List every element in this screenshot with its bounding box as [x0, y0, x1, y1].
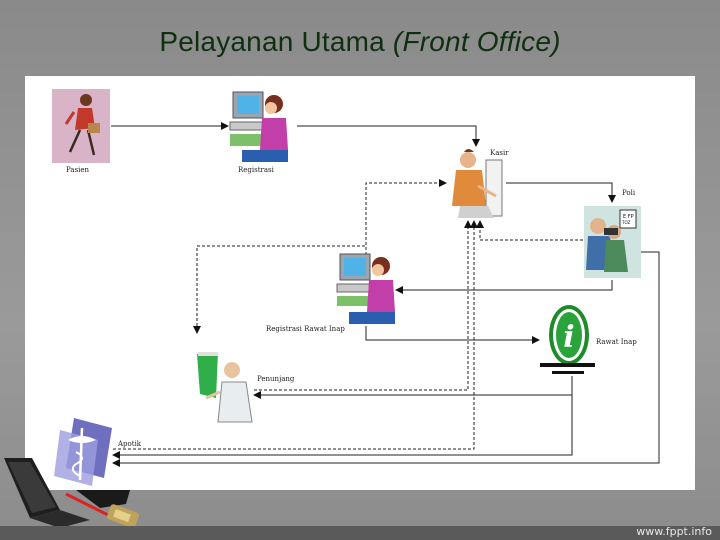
researcher-icon — [197, 352, 252, 422]
footer-bar — [0, 526, 720, 540]
arrow-rawatinap-to-apotik — [113, 395, 572, 455]
arrow-rawatinap-to-penunjang — [254, 376, 572, 395]
arrow-registrasi-to-kasir — [297, 126, 476, 146]
dashed-poli-to-kasir — [480, 221, 583, 240]
label-pasien: Pasien — [66, 166, 90, 174]
caduceus-icon — [54, 418, 112, 486]
dashed-apotik-to-kasir — [113, 221, 474, 449]
kasir-node — [452, 149, 502, 218]
poli-node: E FP TOZ — [584, 206, 641, 278]
computer-user-icon — [230, 92, 288, 162]
pasien-node — [52, 89, 110, 163]
label-rawat-inap: Rawat Inap — [596, 338, 637, 346]
label-apotik: Apotik — [117, 440, 142, 448]
arrow-kasir-to-poli — [506, 183, 612, 202]
registrasi-node — [230, 92, 288, 162]
label-penunjang: Penunjang — [257, 375, 295, 383]
label-poli: Poli — [622, 189, 636, 197]
info-icon: i — [540, 305, 595, 374]
label-registrasi: Registrasi — [238, 166, 275, 174]
registrasi-rawat-inap-node — [337, 254, 395, 324]
dashed-regrawatinap-to-kasir — [366, 183, 446, 260]
label-kasir: Kasir — [490, 149, 509, 157]
rawat-inap-node: i — [540, 305, 595, 374]
cashier-icon — [452, 149, 502, 218]
apotik-node — [54, 418, 112, 486]
dashed-flow-lines — [113, 183, 583, 449]
svg-text:TOZ: TOZ — [621, 220, 631, 225]
arrow-poli-to-regrawatinap — [396, 280, 612, 290]
footer-site: www.fppt.info — [636, 525, 712, 538]
penunjang-node — [197, 352, 252, 422]
computer-user-icon-2 — [337, 254, 395, 324]
label-registrasi-rawat-inap: Registrasi Rawat Inap — [266, 325, 345, 333]
arrow-regrawatinap-to-rawatinap — [366, 326, 539, 340]
svg-text:i: i — [563, 320, 574, 355]
